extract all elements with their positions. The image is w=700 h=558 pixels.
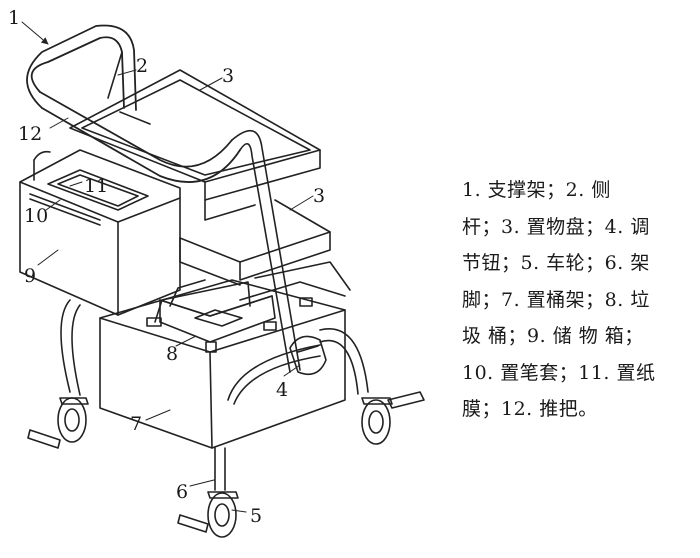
label-3a: 3 [222, 65, 234, 87]
legend-line: 圾 桶；9. 储 物 箱； [462, 325, 644, 347]
parts-legend: 1. 支撑架；2. 侧 杆；3. 置物盘；4. 调 节钮；5. 车轮；6. 架 … [462, 172, 694, 428]
label-10: 10 [24, 205, 48, 227]
label-12: 12 [18, 123, 42, 145]
label-6: 6 [176, 481, 188, 503]
leader-lines [21, 21, 314, 513]
part-labels: 1 2 3 3 4 5 6 7 8 9 10 11 12 [8, 7, 325, 527]
legend-line: 节钮；5. 车轮；6. 架 [462, 252, 650, 274]
storage-box [19, 149, 181, 316]
label-9: 9 [24, 265, 36, 287]
trash-bins [146, 261, 351, 353]
push-handle [26, 24, 241, 183]
label-5: 5 [250, 505, 262, 527]
bucket-rack [99, 279, 346, 449]
adjust-knob [289, 335, 327, 376]
frame-legs [60, 299, 369, 491]
top-tray [69, 69, 321, 221]
label-4: 4 [276, 379, 288, 401]
label-3b: 3 [313, 185, 325, 207]
legend-line: 杆；3. 置物盘；4. 调 [462, 215, 650, 238]
wheels [27, 391, 425, 538]
wheel-right [361, 391, 425, 445]
legend-line: 10. 置笔套；11. 置纸 [462, 361, 656, 384]
middle-tray [179, 199, 331, 286]
label-11: 11 [84, 175, 108, 197]
legend-line: 1. 支撑架；2. 侧 [462, 179, 611, 201]
legend-line: 膜；12. 推把。 [462, 398, 598, 420]
label-2: 2 [136, 55, 148, 77]
label-7: 7 [130, 413, 142, 435]
legend-line: 脚；7. 置桶架；8. 垃 [462, 288, 650, 311]
label-1: 1 [8, 7, 20, 29]
wheel-left [27, 397, 89, 449]
wheel-front [177, 491, 239, 538]
label-8: 8 [166, 343, 178, 365]
support-bar [231, 130, 301, 373]
